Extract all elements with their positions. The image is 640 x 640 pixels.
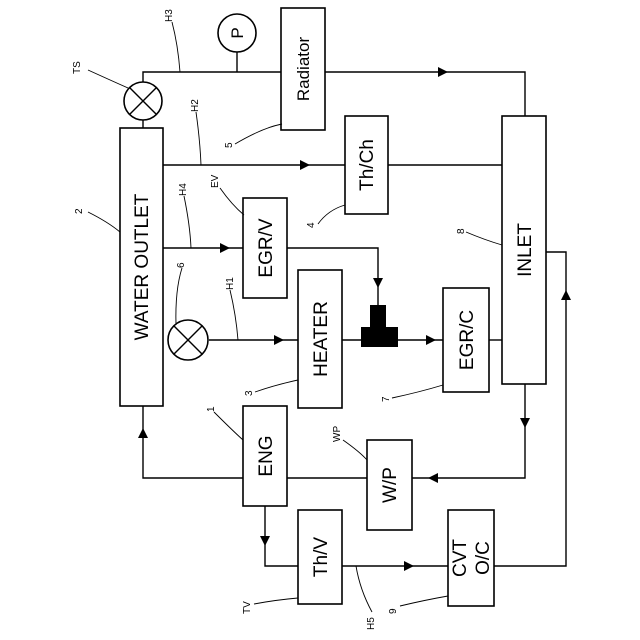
heater-label: HEATER (311, 301, 332, 377)
arrow-return-up (138, 428, 148, 438)
arrow-h1 (274, 335, 284, 345)
egr-v-label: EGR/V (256, 218, 277, 277)
th-v-label: Th/V (311, 537, 332, 577)
w-p-label: W/P (380, 467, 401, 503)
arrow-h4 (220, 243, 230, 253)
ref-8: 8 (456, 228, 467, 234)
ref-ev: EV (210, 174, 221, 188)
ref-4: 4 (306, 222, 317, 228)
arrow-h2 (300, 160, 310, 170)
ref-5: 5 (224, 142, 235, 148)
oc-label: O/C (473, 541, 494, 575)
ref-tv: TV (242, 601, 253, 614)
ref-6: 6 (176, 262, 187, 268)
arrow-inlet-down (520, 418, 530, 428)
valve-6-icon (168, 320, 208, 360)
arrow-top (438, 67, 448, 77)
water-outlet-label: WATER OUTLET (132, 193, 153, 340)
ref-ts: TS (72, 61, 83, 74)
ref-9: 9 (388, 608, 399, 614)
arrow-egrc-in (426, 335, 436, 345)
eng-label: ENG (256, 435, 277, 476)
arrow-eng-down (260, 536, 270, 546)
ts-valve-icon (124, 82, 162, 120)
arrow-h5 (404, 561, 414, 571)
line-inlet-wp (412, 384, 525, 478)
ref-h1: H1 (225, 277, 236, 290)
arrow-cvt-up (561, 290, 571, 300)
th-ch-label: Th/Ch (357, 139, 378, 191)
egr-c-label: EGR/C (457, 310, 478, 370)
ref-wp: WP (332, 426, 343, 442)
ref-h3: H3 (164, 9, 175, 22)
arrow-wp-in (428, 473, 438, 483)
cvt-label: CVT (450, 539, 471, 577)
ref-7: 7 (381, 396, 392, 402)
radiator-label: Radiator (294, 37, 313, 102)
ref-2: 2 (74, 208, 85, 214)
arrow-valve-in (373, 278, 383, 288)
ref-h4: H4 (178, 183, 189, 196)
egr-junction-block (361, 305, 398, 347)
ref-1: 1 (206, 406, 217, 412)
ref-3: 3 (244, 390, 255, 396)
gauge-p-label: P (228, 27, 247, 38)
ref-h2: H2 (190, 99, 201, 112)
inlet-label: INLET (515, 223, 536, 277)
ref-h5: H5 (366, 617, 377, 630)
